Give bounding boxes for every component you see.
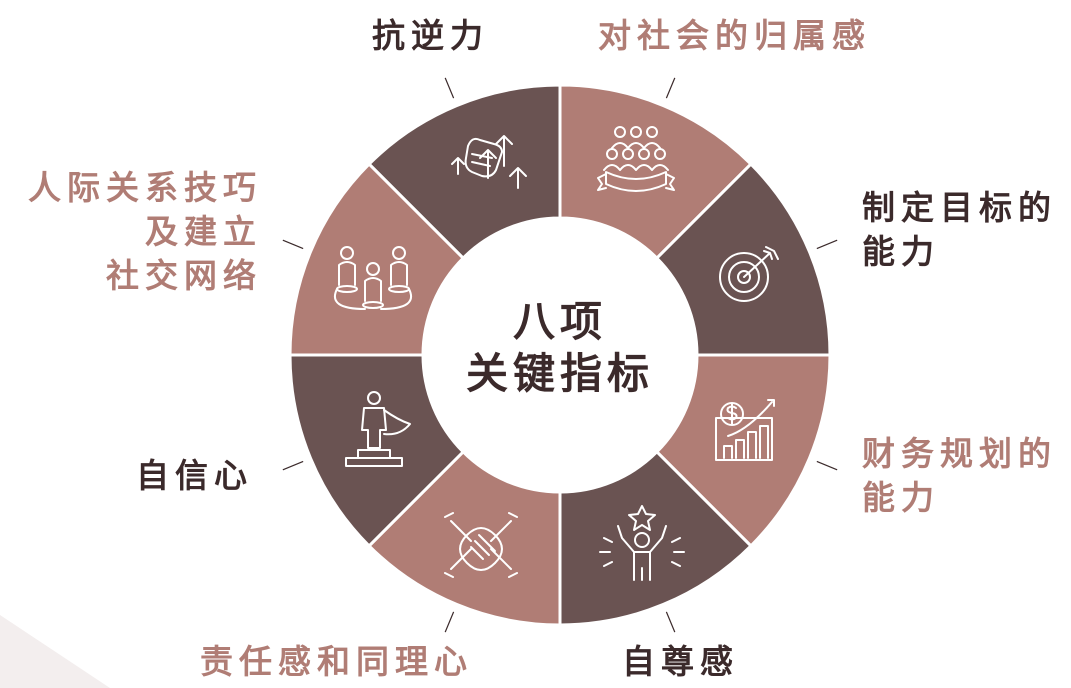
label-social-belonging: 对社会的归属感 <box>598 16 871 55</box>
label-resilience: 抗逆力 <box>372 16 489 55</box>
money-growth-chart-icon <box>715 399 775 461</box>
hero-on-podium-icon <box>345 391 411 467</box>
label-responsibility-empathy: 责任感和同理心 <box>200 642 473 681</box>
leader-line-social-belonging <box>665 77 676 99</box>
label-self-esteem: 自尊感 <box>622 642 739 681</box>
label-financial-planning-line-2: 能力 <box>862 478 940 517</box>
center-title: 八项 关键指标 <box>450 296 670 400</box>
leader-line-confidence <box>282 460 304 471</box>
label-financial-planning-line-1: 财务规划的 <box>862 434 1057 473</box>
center-title-line-1: 八项 <box>512 297 607 346</box>
cheering-person-star-icon <box>599 505 685 581</box>
label-goal-setting: 制定目标的 能力 <box>862 186 1057 274</box>
leader-line-goal-setting <box>816 239 838 250</box>
label-interpersonal-line-2: 及建立 <box>145 212 262 251</box>
center-title-line-2: 关键指标 <box>465 349 654 398</box>
leader-line-resilience <box>444 77 455 99</box>
center-circle <box>423 218 697 492</box>
label-financial-planning: 财务规划的 能力 <box>862 432 1057 520</box>
target-arrow-icon <box>719 246 779 302</box>
label-goal-setting-line-2: 能力 <box>862 232 940 271</box>
leader-line-responsibility-empathy <box>444 611 455 633</box>
label-interpersonal-line-3: 社交网络 <box>106 256 262 295</box>
leader-line-financial-planning <box>816 460 838 471</box>
stacked-hands-icon <box>444 512 518 578</box>
label-confidence: 自信心 <box>136 456 253 495</box>
label-goal-setting-line-1: 制定目标的 <box>862 188 1057 227</box>
people-network-icon <box>334 246 412 310</box>
group-banner-icon <box>597 126 675 192</box>
arrows-up-hands-icon <box>451 135 527 189</box>
label-interpersonal-line-1: 人际关系技巧 <box>28 168 262 207</box>
leader-line-interpersonal-networking <box>282 239 304 250</box>
leader-line-self-esteem <box>665 611 676 633</box>
label-interpersonal-networking: 人际关系技巧 及建立 社交网络 <box>0 166 262 298</box>
